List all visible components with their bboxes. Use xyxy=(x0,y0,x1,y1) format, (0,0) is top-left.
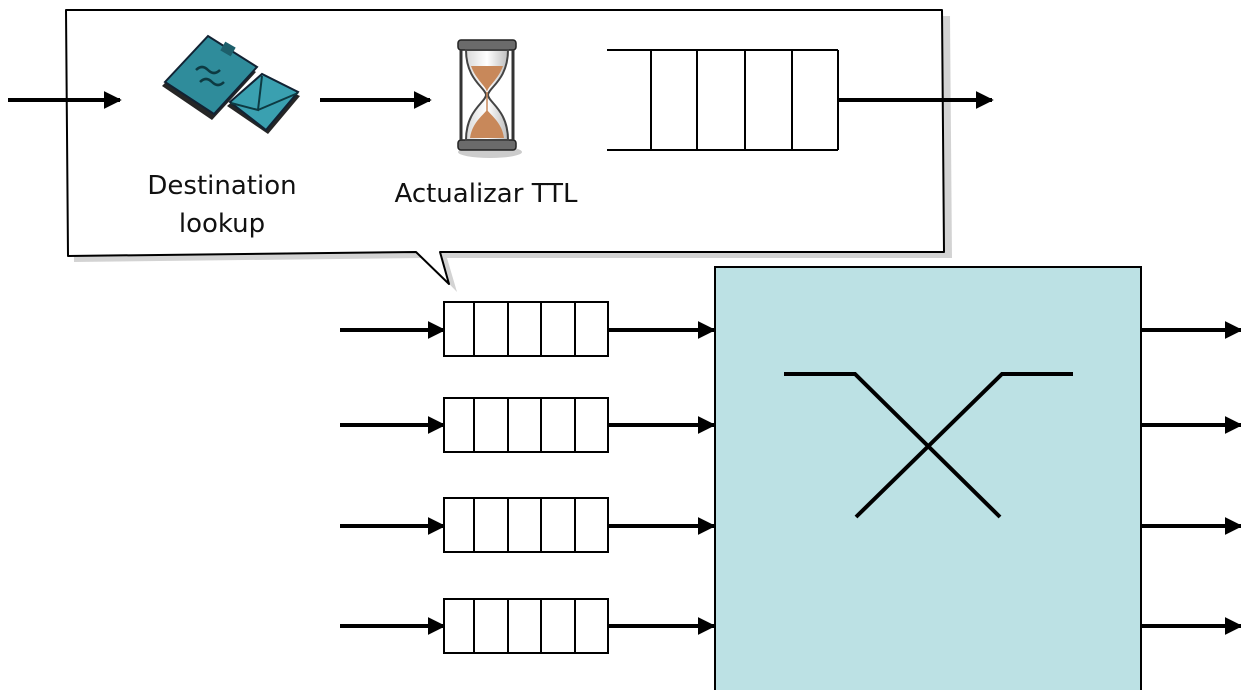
input-port-3 xyxy=(340,497,716,553)
input-ports xyxy=(340,301,716,654)
lookup-label-line2: lookup xyxy=(179,209,265,239)
input-queue xyxy=(443,397,609,453)
output-ports xyxy=(1141,321,1241,635)
expanded-output-queue xyxy=(607,49,839,151)
input-queue xyxy=(443,497,609,553)
input-port-1 xyxy=(340,301,716,357)
input-queue xyxy=(443,301,609,357)
envelope-letters-icon xyxy=(162,34,300,134)
switch-fabric xyxy=(714,266,1142,690)
ttl-label: Actualizar TTL xyxy=(394,179,578,209)
lookup-label-line1: Destination xyxy=(147,171,296,201)
input-port-4 xyxy=(340,598,716,654)
input-port-2 xyxy=(340,397,716,453)
hourglass-icon xyxy=(457,39,522,158)
crossbar-symbol xyxy=(784,372,1073,519)
input-queue xyxy=(443,598,609,654)
